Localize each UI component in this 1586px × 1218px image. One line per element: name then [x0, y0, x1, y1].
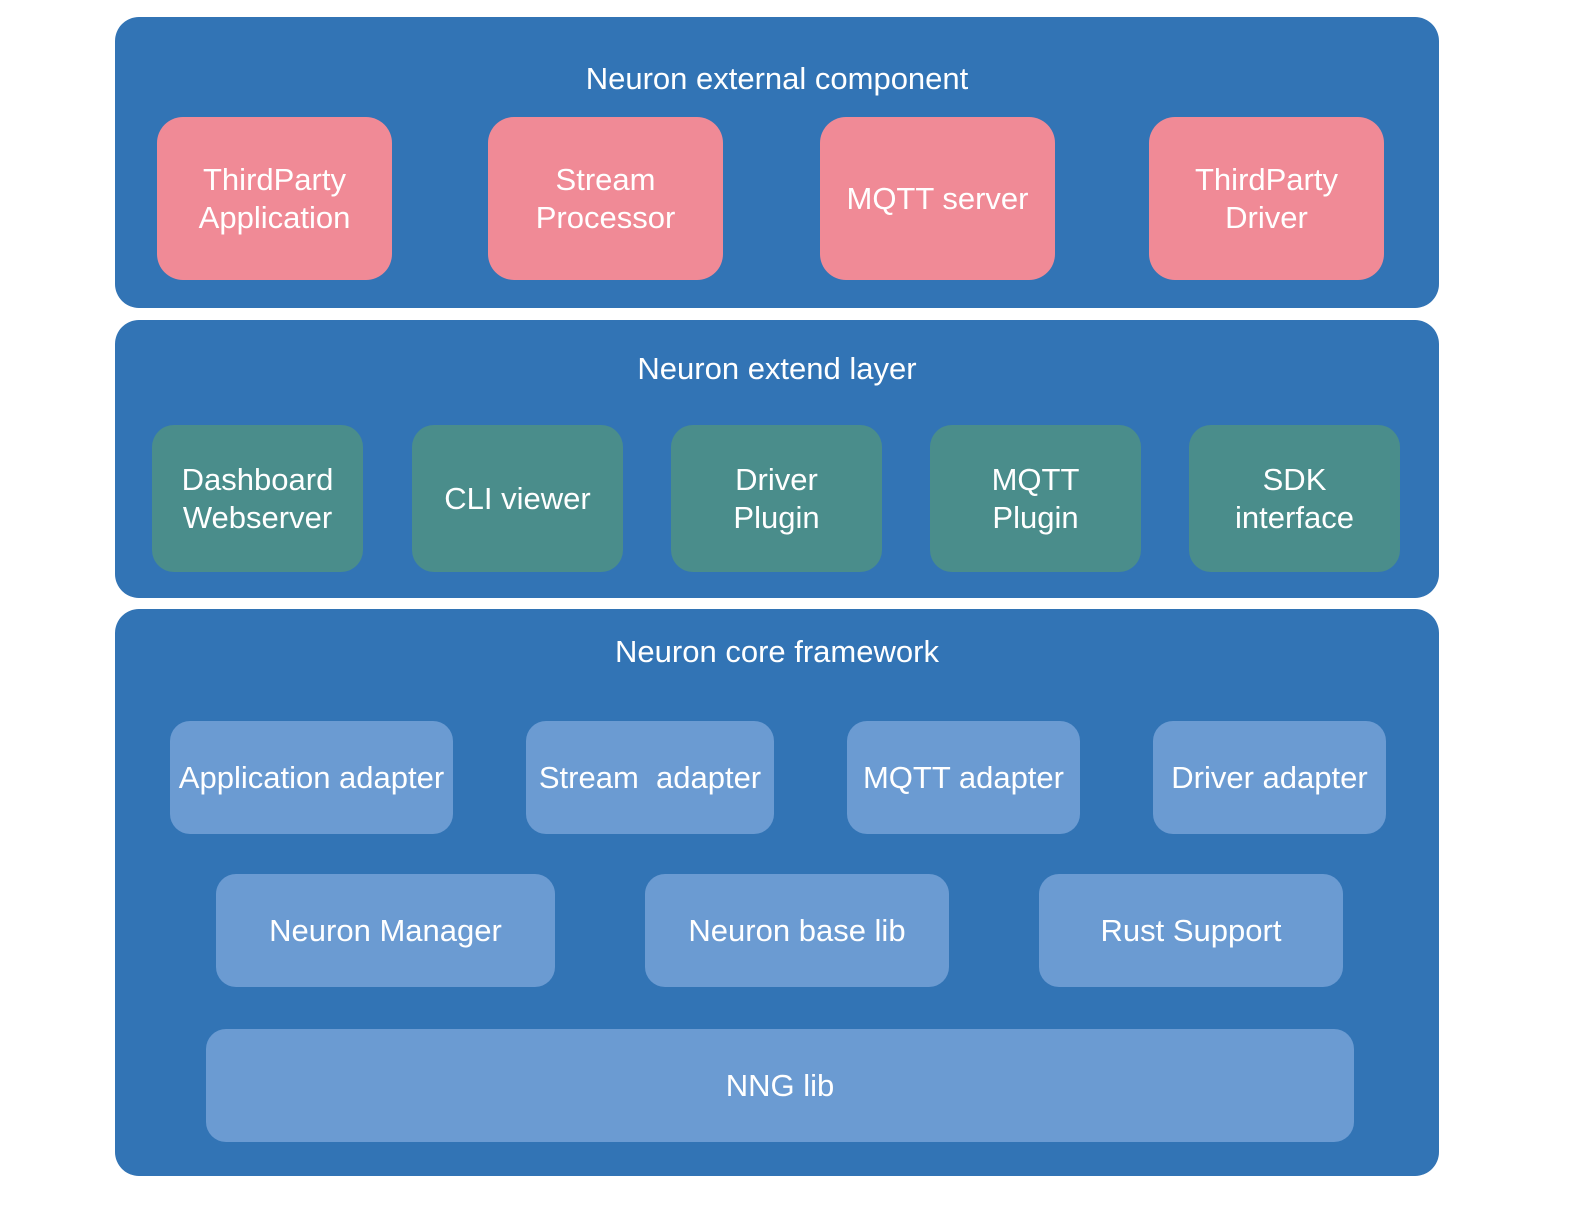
dashboard-webserver-box: Dashboard Webserver [152, 425, 363, 572]
nng-lib-box: NNG lib [206, 1029, 1354, 1142]
core-framework-layer: Neuron core framework Application adapte… [115, 609, 1439, 1176]
layer-title: Neuron core framework [615, 634, 939, 669]
driver-plugin-box: Driver Plugin [671, 425, 882, 572]
layer-title: Neuron external component [585, 61, 969, 96]
rust-support-box: Rust Support [1039, 874, 1343, 987]
sdk-interface-box: SDK interface [1189, 425, 1400, 572]
stream-adapter-box: Stream adapter [526, 721, 774, 834]
cli-viewer-box: CLI viewer [412, 425, 623, 572]
thirdparty-driver-box: ThirdParty Driver [1149, 117, 1384, 280]
extend-layer: Neuron extend layer Dashboard Webserver … [115, 320, 1439, 598]
thirdparty-application-box: ThirdParty Application [157, 117, 392, 280]
driver-adapter-box: Driver adapter [1153, 721, 1386, 834]
mqtt-server-box: MQTT server [820, 117, 1055, 280]
external-component-layer: Neuron external component ThirdParty App… [115, 17, 1439, 308]
neuron-manager-box: Neuron Manager [216, 874, 555, 987]
application-adapter-box: Application adapter [170, 721, 453, 834]
mqtt-adapter-box: MQTT adapter [847, 721, 1080, 834]
neuron-base-lib-box: Neuron base lib [645, 874, 949, 987]
stream-processor-box: Stream Processor [488, 117, 723, 280]
layer-title: Neuron extend layer [637, 351, 917, 386]
mqtt-plugin-box: MQTT Plugin [930, 425, 1141, 572]
